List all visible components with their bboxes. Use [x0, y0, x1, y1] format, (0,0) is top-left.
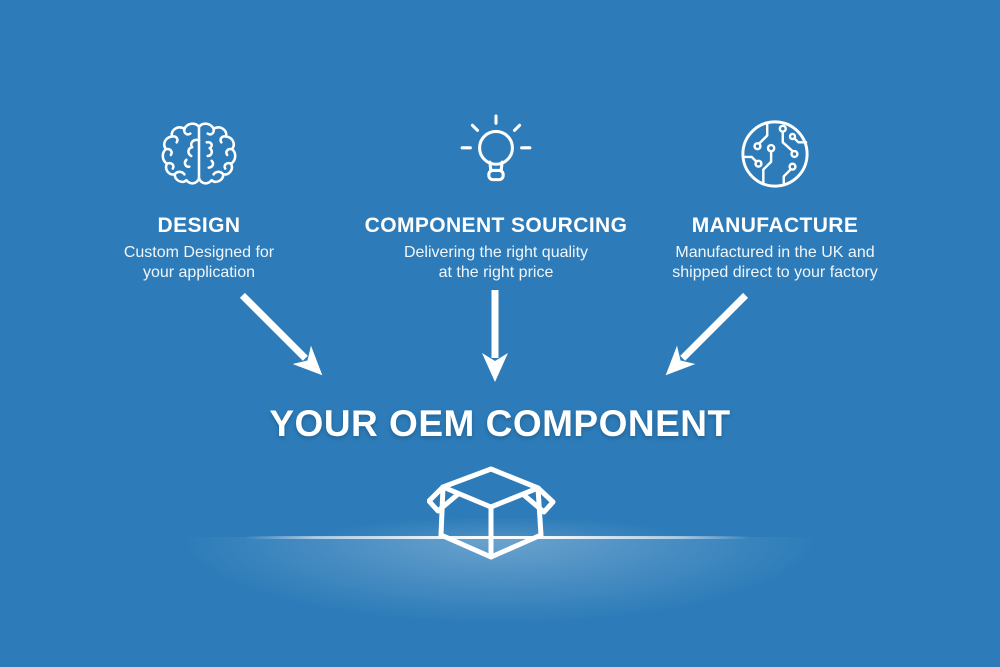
brain-icon [74, 110, 324, 198]
column-description-line: at the right price [438, 264, 554, 281]
column-description-line: shipped direct to your factory [672, 264, 878, 281]
column-description-line: your application [142, 264, 256, 281]
column-description-component-sourcing: Delivering the right quality at the righ… [355, 243, 637, 283]
lightbulb-icon [355, 110, 637, 198]
column-description-line: Manufactured in the UK and [675, 244, 875, 261]
column-description-design: Custom Designed for your application [74, 243, 324, 283]
column-description-line: Delivering the right quality [403, 244, 589, 261]
column-title-manufacture: MANUFACTURE [691, 214, 859, 237]
arrow-down-left-icon [654, 283, 759, 388]
circuit-board-icon [640, 110, 910, 198]
arrow-down-right-icon [230, 283, 335, 388]
arrow-down-icon [480, 288, 510, 384]
column-manufacture: MANUFACTURE Manufactured in the UK and s… [640, 110, 910, 283]
column-title-design: DESIGN [157, 214, 241, 237]
result-title: YOUR OEM COMPONENT [269, 403, 731, 444]
column-component-sourcing: COMPONENT SOURCING Delivering the right … [355, 110, 637, 283]
column-design: DESIGN Custom Designed for your applicat… [74, 110, 324, 283]
column-description-line: Custom Designed for [123, 244, 275, 261]
open-box-icon [427, 466, 557, 562]
column-description-manufacture: Manufactured in the UK and shipped direc… [640, 243, 910, 283]
column-title-component-sourcing: COMPONENT SOURCING [364, 214, 628, 237]
